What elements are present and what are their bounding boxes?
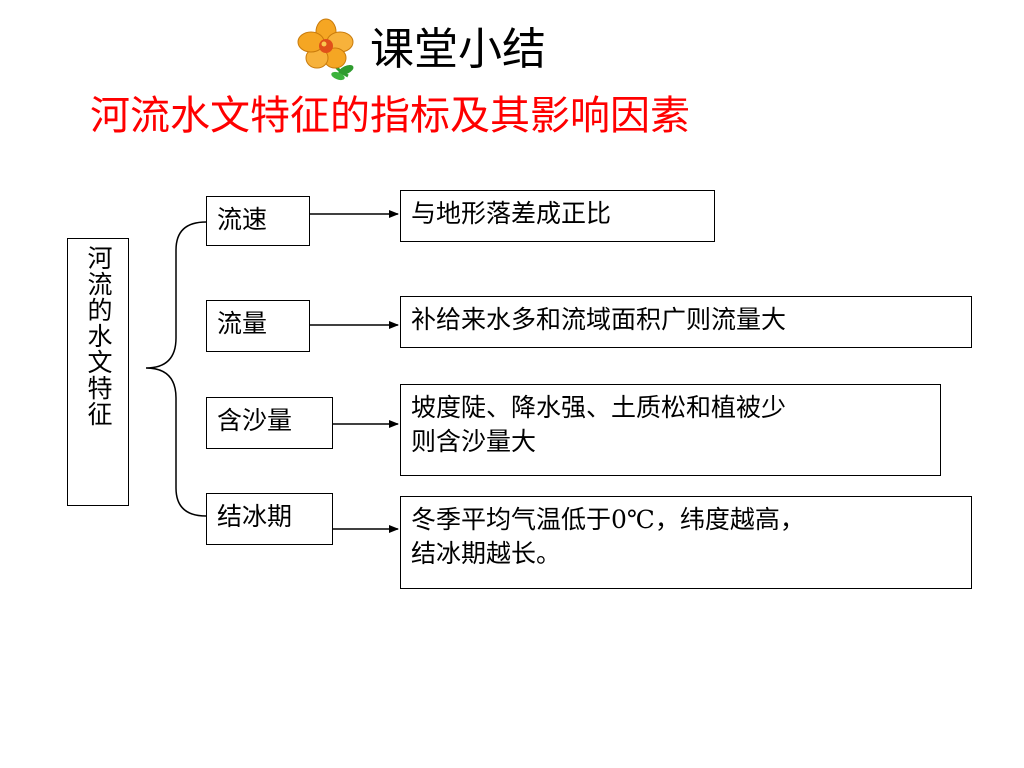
desc-line: 结冰期越长。	[411, 539, 562, 568]
node-flow-volume: 流量	[206, 300, 310, 352]
node-label: 流量	[217, 309, 268, 338]
node-sediment: 含沙量	[206, 397, 333, 449]
node-flow-speed: 流速	[206, 196, 310, 246]
desc-line: 与地形落差成正比	[411, 199, 612, 228]
desc-line: 则含沙量大	[411, 427, 537, 456]
desc-line: 坡度陡、降水强、土质松和植被少	[411, 393, 787, 422]
brace	[145, 221, 207, 517]
desc-flow-volume: 补给来水多和流域面积广则流量大	[400, 296, 972, 348]
node-label: 含沙量	[217, 406, 293, 435]
node-label: 流速	[217, 205, 268, 234]
desc-freeze-period: 冬季平均气温低于0℃，纬度越高， 结冰期越长。	[400, 496, 972, 589]
desc-sediment: 坡度陡、降水强、土质松和植被少 则含沙量大	[400, 384, 941, 476]
desc-flow-speed: 与地形落差成正比	[400, 190, 715, 242]
node-freeze-period: 结冰期	[206, 493, 333, 545]
node-label: 结冰期	[217, 502, 293, 531]
slide-subtitle: 河流水文特征的指标及其影响因素	[90, 93, 690, 139]
desc-line: 补给来水多和流域面积广则流量大	[411, 305, 787, 334]
slide-title: 课堂小结	[370, 24, 546, 75]
title-row: 课堂小结	[290, 18, 546, 82]
root-label: 河流的水文特征	[84, 245, 113, 427]
flower-icon	[297, 18, 354, 81]
root-node: 河流的水文特征	[67, 238, 129, 506]
desc-line: 冬季平均气温低于0℃，纬度越高，	[411, 505, 805, 534]
